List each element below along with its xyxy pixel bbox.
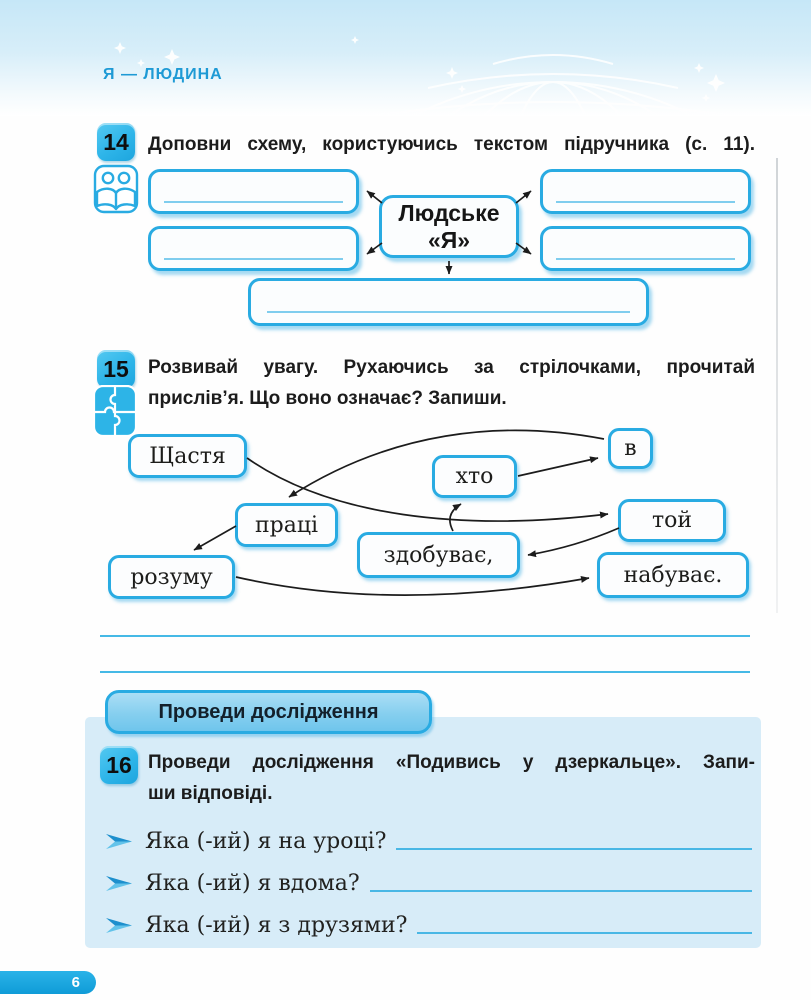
writing-line bbox=[164, 258, 343, 260]
answer-line[interactable] bbox=[396, 848, 752, 850]
task-16-number-badge: 16 bbox=[100, 746, 138, 784]
arrow-bullet-icon bbox=[106, 834, 132, 849]
empty-answer-box[interactable] bbox=[148, 169, 359, 214]
page-number-pill: 6 bbox=[0, 971, 96, 994]
writing-line bbox=[556, 201, 735, 203]
question-row: Яка (-ий) я з друзями? bbox=[106, 908, 752, 938]
empty-answer-box-wide[interactable] bbox=[248, 278, 649, 326]
research-banner: Проведи дослідження bbox=[105, 690, 432, 734]
question-text: Яка (-ий) я на уроці? bbox=[145, 829, 387, 854]
arrow-bullet-icon bbox=[106, 876, 132, 891]
answer-writing-line[interactable] bbox=[100, 635, 750, 637]
word-box: Щастя bbox=[128, 434, 247, 478]
sparkle-icon bbox=[114, 36, 725, 102]
answer-line[interactable] bbox=[369, 890, 752, 892]
puzzle-icon bbox=[93, 385, 137, 437]
empty-answer-box[interactable] bbox=[148, 226, 359, 271]
word-box: хто bbox=[432, 455, 517, 498]
page-number: 6 bbox=[71, 974, 80, 991]
question-row: Яка (-ий) я на уроці? bbox=[106, 824, 752, 854]
task-16-instruction-line1: Проведи дослідження «Подивись у дзеркаль… bbox=[148, 752, 755, 773]
research-banner-label: Проведи дослідження bbox=[158, 700, 379, 723]
task-14-instruction: Доповни схему, користуючись текстом підр… bbox=[148, 134, 755, 155]
section-title: Я — ЛЮДИНА bbox=[103, 66, 223, 83]
center-concept-box: Людське «Я» bbox=[379, 195, 519, 258]
page-edge-line bbox=[776, 158, 778, 613]
empty-answer-box[interactable] bbox=[540, 169, 751, 214]
center-concept-line1: Людське bbox=[398, 199, 500, 226]
task-15-instruction-line2: прислів’я. Що воно означає? Запиши. bbox=[148, 388, 507, 409]
globe-wireframe-graphic bbox=[114, 36, 738, 116]
word-box: праці bbox=[235, 503, 338, 547]
writing-line bbox=[267, 311, 630, 313]
arrow-bullet-icon bbox=[106, 918, 132, 933]
header-band: Я — ЛЮДИНА bbox=[0, 0, 811, 116]
task-16-instruction-line2: ши відповіді. bbox=[148, 783, 273, 804]
answer-writing-line[interactable] bbox=[100, 671, 750, 673]
empty-answer-box[interactable] bbox=[540, 226, 751, 271]
answer-line[interactable] bbox=[417, 932, 752, 934]
word-box: набуває. bbox=[597, 552, 749, 598]
question-text: Яка (-ий) я з друзями? bbox=[145, 913, 408, 938]
question-row: Яка (-ий) я вдома? bbox=[106, 866, 752, 896]
word-box: в bbox=[608, 428, 653, 469]
task-15-number-badge: 15 bbox=[97, 350, 135, 388]
task-15-instruction-line1: Розвивай увагу. Рухаючись за стрілочками… bbox=[148, 357, 755, 378]
writing-line bbox=[164, 201, 343, 203]
reading-people-icon bbox=[93, 164, 139, 214]
word-box: розуму bbox=[108, 555, 235, 599]
word-box: здобуває, bbox=[357, 532, 520, 578]
word-box: той bbox=[618, 499, 726, 542]
question-text: Яка (-ий) я вдома? bbox=[145, 871, 360, 896]
task-14-number-badge: 14 bbox=[97, 123, 135, 161]
center-concept-line2: «Я» bbox=[427, 226, 471, 253]
writing-line bbox=[556, 258, 735, 260]
research-panel bbox=[85, 717, 761, 948]
